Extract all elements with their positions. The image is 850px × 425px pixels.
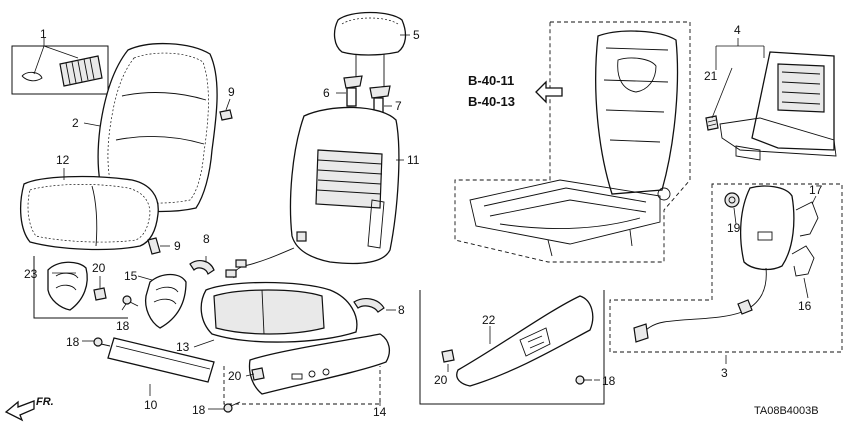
callout-8-a: 8: [203, 232, 210, 246]
callout-16: 16: [798, 299, 812, 313]
callout-18-a: 18: [116, 319, 130, 333]
callout-21: 21: [704, 69, 718, 83]
front-direction-label: FR.: [36, 396, 54, 408]
inset-box-part-1: [11, 38, 109, 95]
inset-box-part-23: [33, 256, 128, 319]
callout-7: 7: [395, 99, 402, 113]
callout-19: 19: [727, 221, 741, 235]
drawing-code: TA08B4003B: [754, 405, 819, 417]
reference-b-40-11: B-40-11: [468, 73, 514, 88]
bolt-part-18-a: [122, 295, 139, 307]
reference-b-40-13: B-40-13: [468, 94, 515, 109]
callout-9-a: 9: [228, 85, 235, 99]
clip-part-17: [795, 201, 819, 237]
callout-12: 12: [56, 153, 70, 167]
seat-cushion-cover-part: [19, 175, 159, 251]
callout-23: 23: [24, 267, 38, 281]
callout-3: 3: [721, 366, 728, 380]
callout-9-b: 9: [174, 239, 181, 253]
callout-6: 6: [323, 86, 330, 100]
front-direction-arrow: [4, 400, 35, 422]
clip-part-20-a: [93, 287, 107, 301]
headrest-guide-part-7: [369, 85, 391, 115]
bolt-part-18-c: [223, 401, 241, 413]
callout-18-c: 18: [192, 403, 206, 417]
seat-back-pad-part: [289, 106, 400, 265]
airbag-box: [609, 183, 843, 353]
callout-14: 14: [373, 405, 387, 419]
seat-frame-part: [469, 30, 679, 257]
callout-22: 22: [482, 313, 496, 327]
bolt-part-18-d: [575, 375, 592, 385]
back-panel-part: [719, 51, 837, 161]
headrest-part: [333, 11, 407, 86]
callout-20-c: 20: [434, 373, 448, 387]
nut-part-19: [724, 192, 740, 208]
callout-18-d: 18: [602, 374, 616, 388]
clip-part-8-b: [353, 298, 385, 313]
clip-part-21: [705, 115, 719, 131]
seat-clip-part: [21, 55, 103, 87]
clip-part-8-a: [189, 260, 215, 275]
clip-part-9-a: [219, 109, 233, 121]
callout-2: 2: [72, 116, 79, 130]
clip-part-20-b: [251, 367, 265, 381]
leader-lines: [52, 34, 817, 410]
inset-box-part-4: [715, 38, 765, 70]
callout-20-b: 20: [228, 369, 242, 383]
seat-cushion-pad-part: [200, 281, 358, 343]
callout-18-b: 18: [66, 335, 80, 349]
wire-harness-part: [225, 247, 295, 279]
callout-1: 1: [40, 27, 47, 41]
callout-8-b: 8: [398, 303, 405, 317]
headrest-guide-part-6: [343, 75, 363, 107]
inner-trim-part-22: [456, 295, 594, 387]
callout-4: 4: [734, 23, 741, 37]
outer-trim-part-14: [223, 333, 391, 405]
callout-10: 10: [144, 398, 158, 412]
callout-20-a: 20: [92, 261, 106, 275]
ref-arrow: [535, 80, 563, 104]
clip-part-20-c: [441, 349, 455, 363]
side-airbag-part: [633, 185, 795, 343]
trim-strip-part: [107, 337, 215, 383]
callout-17: 17: [809, 183, 823, 197]
callout-5: 5: [413, 28, 420, 42]
bolt-part-18-b: [93, 337, 111, 347]
seat-back-cover-part: [97, 42, 218, 213]
side-cover-part-23: [47, 261, 88, 311]
callout-11: 11: [407, 153, 420, 167]
inner-trim-box: [419, 290, 605, 405]
clip-part-9-b: [147, 237, 161, 255]
callout-labels: 1 2 3 4 5 6 7 8 8 9 9 10 11 12 13 14 15 …: [24, 23, 823, 419]
seat-frame-box: [454, 21, 691, 263]
cover-part-15: [144, 273, 187, 329]
callout-13: 13: [176, 340, 190, 354]
clip-part-16: [791, 245, 815, 277]
callout-15: 15: [124, 269, 138, 283]
